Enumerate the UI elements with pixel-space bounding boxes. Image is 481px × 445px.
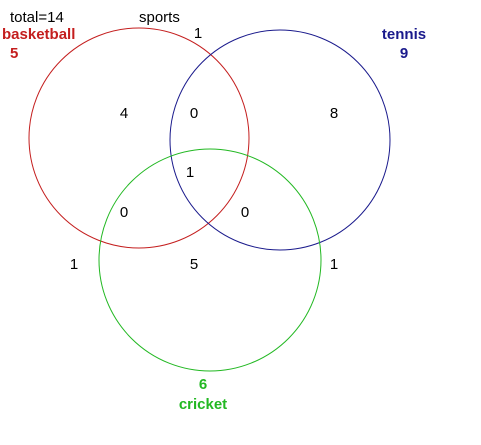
- tennis-total: 9: [400, 45, 408, 62]
- region-tennis-only: 8: [330, 105, 338, 122]
- total-label: total=14: [10, 9, 64, 26]
- region-outside-right: 1: [330, 256, 338, 273]
- region-tennis-cricket: 0: [241, 204, 249, 221]
- cricket-label: cricket: [179, 396, 227, 413]
- region-basketball-only: 4: [120, 105, 128, 122]
- universe-label: sports: [139, 9, 180, 26]
- basketball-total: 5: [10, 45, 18, 62]
- tennis-label: tennis: [382, 26, 426, 43]
- basketball-circle: [28, 27, 250, 249]
- cricket-circle: [98, 148, 322, 372]
- universe-only-count: 1: [194, 25, 202, 42]
- tennis-circle: [169, 29, 391, 251]
- cricket-total: 6: [199, 376, 207, 393]
- region-cricket-only: 5: [190, 256, 198, 273]
- basketball-label: basketball: [2, 26, 75, 43]
- region-outside-left: 1: [70, 256, 78, 273]
- region-all-three: 1: [186, 164, 194, 181]
- region-basketball-tennis: 0: [190, 105, 198, 122]
- region-basketball-cricket: 0: [120, 204, 128, 221]
